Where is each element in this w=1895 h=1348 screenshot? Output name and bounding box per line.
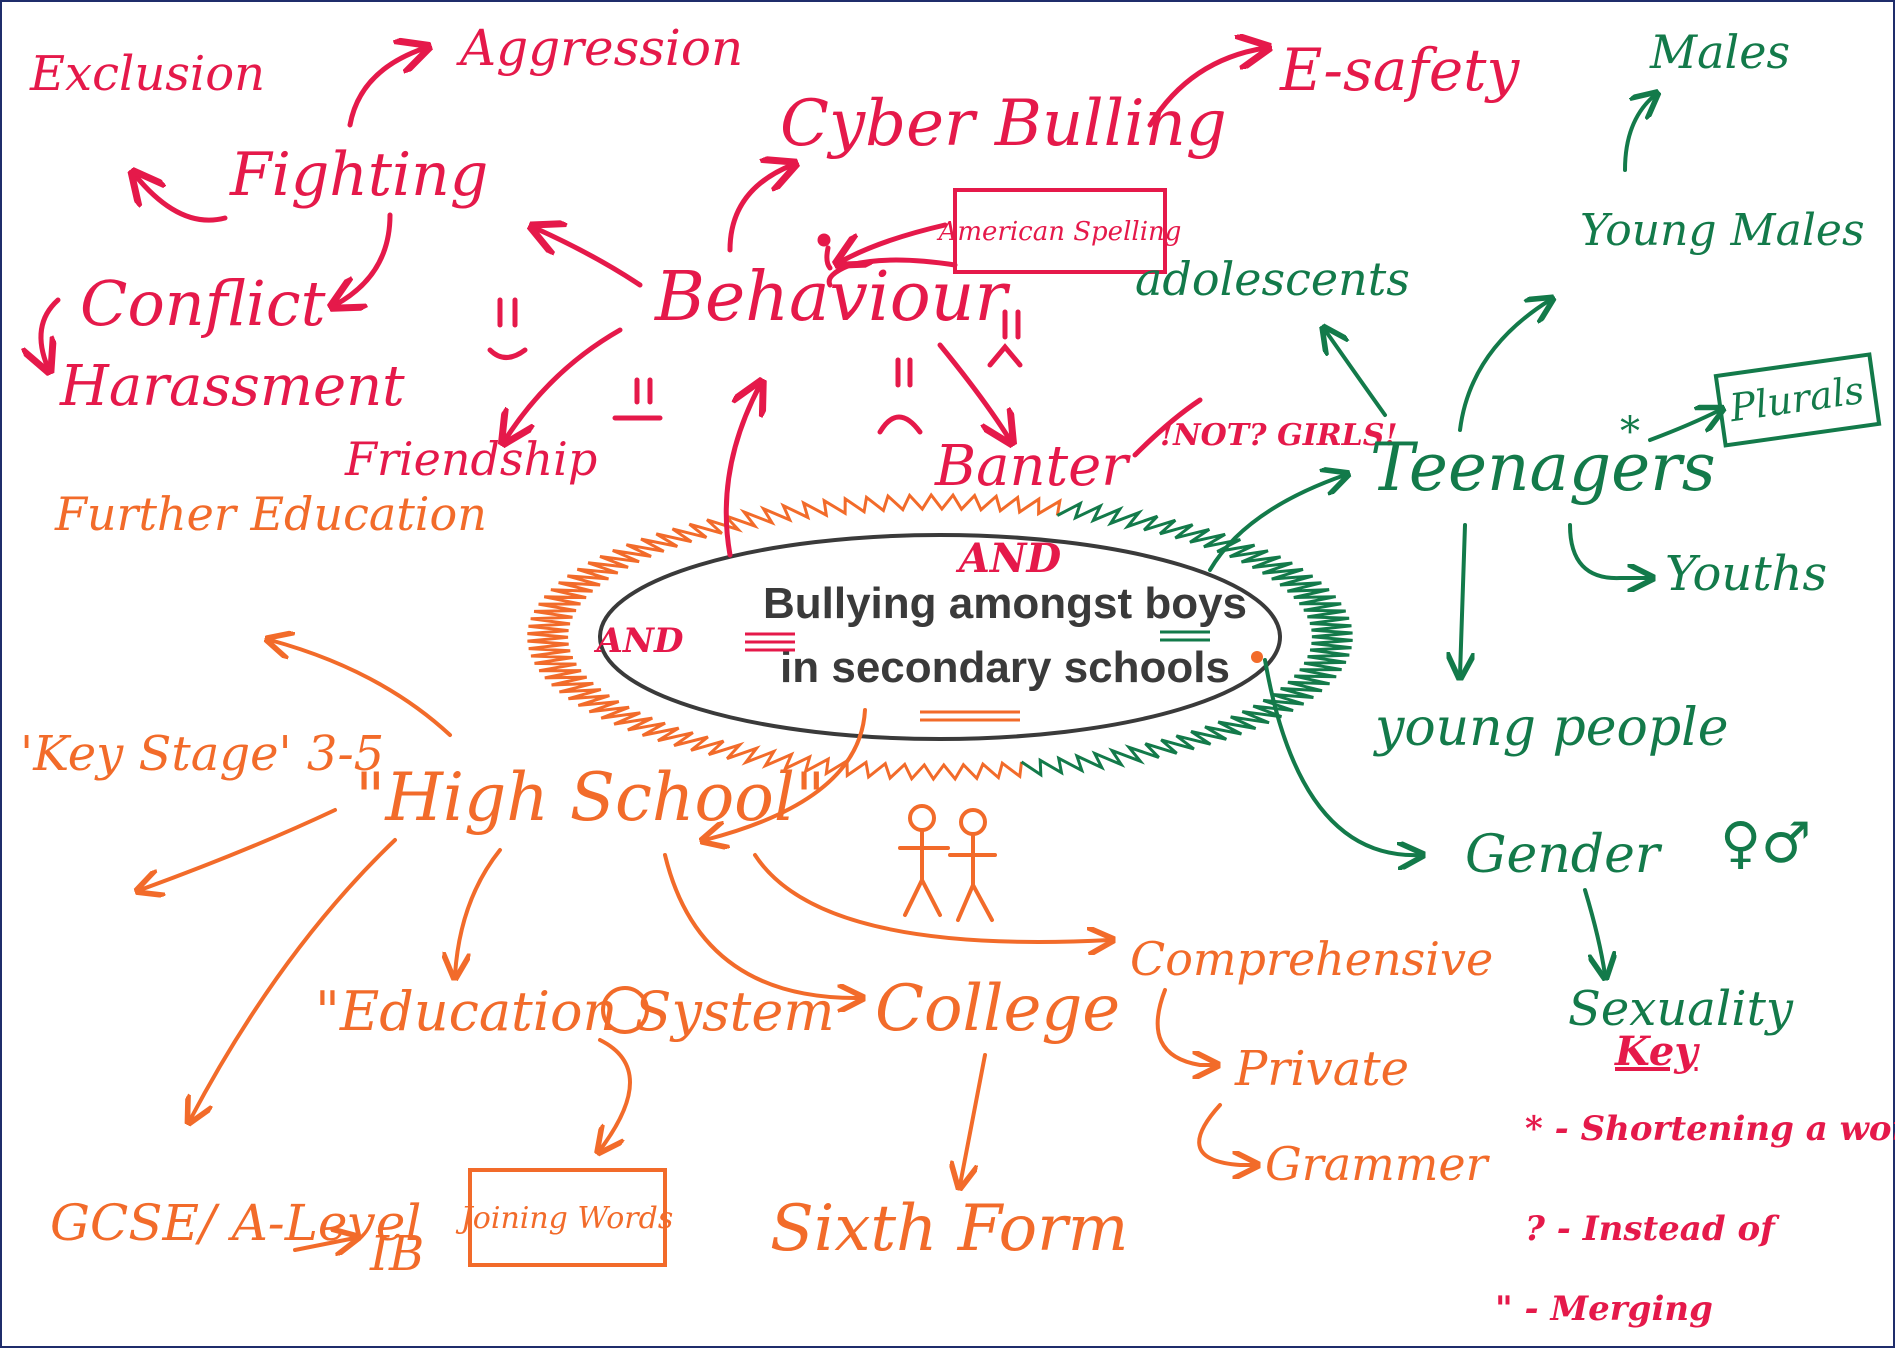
fighting-node: Fighting [229, 140, 488, 210]
and-top-label: AND [955, 535, 1062, 582]
males-node: Males [1649, 25, 1790, 79]
key-item-shortening: * - Shortening a word [1525, 1109, 1895, 1149]
key-item-merging: " - Merging [1495, 1289, 1713, 1329]
merging-marker [601, 986, 649, 1034]
conflict-node: Conflict [80, 267, 326, 340]
education-system-node: "Education System [315, 980, 835, 1043]
center-zigzag [527, 492, 1353, 782]
red-doodles [487, 233, 1023, 435]
adolescents-node: adolescents [1135, 252, 1410, 306]
key-title: Key [1614, 1028, 1700, 1075]
grammar-node: Grammer [1265, 1137, 1491, 1191]
center-title-line1: Bullying amongst boys [763, 579, 1247, 628]
gcse-node: GCSE/ A-Level [50, 1194, 421, 1252]
key-legend: Key * - Shortening a word ? - Instead of… [1495, 1028, 1895, 1329]
center-title-line2: in secondary schools [780, 643, 1230, 692]
orange-connectors [140, 640, 1255, 1250]
exclusion-node: Exclusion [29, 46, 265, 102]
college-node: College [875, 972, 1120, 1046]
and-left-label: AND [594, 621, 684, 661]
further-education-label: Further Education [54, 487, 487, 541]
cyber-bullying-node: Cyber Bulling [780, 87, 1227, 161]
high-school-node: "High School" [355, 759, 825, 836]
stick-figures [898, 804, 997, 922]
comprehensive-node: Comprehensive [1130, 932, 1493, 986]
aggression-node: Aggression [456, 19, 743, 77]
joining-words-label: Joining Words [455, 1201, 673, 1236]
insertion-marks [745, 630, 1263, 722]
center-ellipse [598, 533, 1282, 741]
american-spelling-box [953, 188, 1167, 274]
young-people-node: young people [1373, 698, 1729, 758]
key-stage-node: 'Key Stage' 3-5 [20, 726, 384, 782]
american-spelling-label: American Spelling [937, 217, 1182, 247]
plurals-label: Plurals [1726, 368, 1866, 430]
banter-node: Banter [934, 434, 1131, 499]
key-item-instead: ? - Instead of [1525, 1209, 1780, 1249]
further-education-node: Further Education [54, 487, 487, 541]
plurals-star: * [1620, 409, 1640, 455]
teenagers-node: Teenagers [1370, 429, 1716, 506]
sexuality-node: Sexuality [1568, 981, 1794, 1037]
not-girls-label: !NOT? GIRLS! [1160, 418, 1398, 453]
esafety-node: E-safety [1279, 36, 1520, 104]
plurals-box [1713, 352, 1882, 448]
joining-words-box [468, 1168, 667, 1267]
youths-node: Youths [1665, 546, 1827, 602]
friendship-node: Friendship [344, 432, 597, 486]
harassment-node: Harassment [59, 354, 405, 419]
gender-node: Gender [1465, 825, 1663, 885]
young-males-node: Young Males [1580, 205, 1865, 256]
gender-symbols: ♀♂ [1720, 811, 1811, 876]
red-connectors [41, 48, 1265, 558]
ib-node: IB [369, 1226, 424, 1282]
green-connectors [1208, 95, 1720, 975]
behaviour-node: Behaviour [653, 258, 1010, 337]
sixth-form-node: Sixth Form [770, 1192, 1128, 1266]
private-node: Private [1234, 1041, 1409, 1097]
